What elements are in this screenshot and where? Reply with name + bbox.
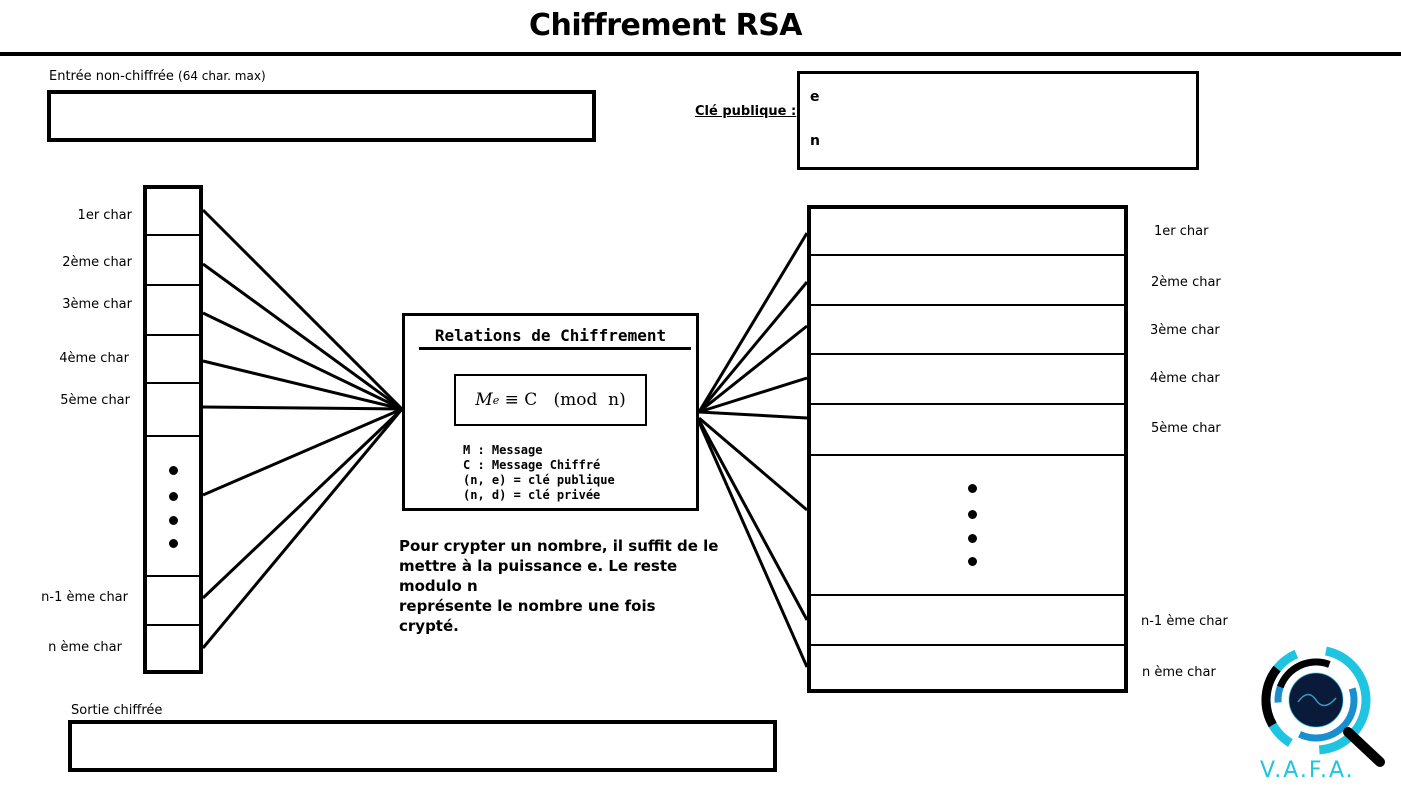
formula-exponent: e: [492, 393, 500, 407]
legend-line: C : Message Chiffré: [463, 458, 601, 472]
right-char-label: 3ème char: [1150, 323, 1220, 338]
magnifier-logo-icon: [1261, 645, 1385, 767]
right-char-label: n-1 ème char: [1141, 614, 1228, 629]
left-char-label: n-1 ème char: [41, 590, 128, 605]
ellipsis-dot: [968, 557, 977, 566]
ellipsis-dot: [169, 539, 178, 548]
explanation-line: mettre à la puissance e. Le reste: [399, 557, 678, 575]
left-char-label: 5ème char: [60, 393, 130, 408]
left-char-label: 1er char: [77, 208, 132, 223]
right-char-label: 1er char: [1154, 224, 1209, 239]
explanation-line: Pour crypter un nombre, il suffit de le: [399, 537, 719, 555]
ciphertext-output[interactable]: [68, 720, 777, 772]
title-divider: [0, 52, 1401, 56]
explanation-line: représente le nombre une fois crypté.: [399, 597, 656, 635]
ciphertext-char-column: [807, 205, 1128, 693]
public-key-box: e n: [797, 71, 1199, 170]
formula-rest: ≡ C (mod n): [499, 390, 626, 410]
formula-message: M: [475, 390, 493, 410]
logo-text: V.A.F.A.: [1260, 758, 1355, 783]
ellipsis-dot: [968, 534, 977, 543]
left-char-label: 2ème char: [62, 255, 132, 270]
ellipsis-dot: [968, 484, 977, 493]
public-key-n-input[interactable]: [828, 130, 1192, 156]
left-char-label: 4ème char: [59, 351, 129, 366]
legend-line: (n, e) = clé publique: [463, 473, 615, 487]
explanation-text: Pour crypter un nombre, il suffit de le …: [399, 536, 719, 636]
input-label-group: Entrée non-chiffrée (64 char. max): [49, 69, 266, 84]
right-char-label: 2ème char: [1151, 275, 1221, 290]
right-char-label: 5ème char: [1151, 421, 1221, 436]
ellipsis-dot: [169, 466, 178, 475]
legend-line: (n, d) = clé privée: [463, 488, 601, 502]
public-key-n-label: n: [810, 133, 820, 149]
explanation-line: modulo n: [399, 577, 478, 595]
right-char-label: n ème char: [1142, 665, 1216, 680]
public-key-e-input[interactable]: [828, 86, 1192, 112]
ellipsis-dot: [169, 492, 178, 501]
ellipsis-dot: [169, 516, 178, 525]
output-label: Sortie chiffrée: [71, 703, 163, 718]
page-title: Chiffrement RSA: [528, 8, 803, 43]
left-char-label: 3ème char: [62, 297, 132, 312]
legend-line: M : Message: [463, 443, 543, 457]
input-hint: (64 char. max): [178, 69, 266, 83]
relations-title-rule: [419, 347, 691, 350]
input-label: Entrée non-chiffrée: [49, 69, 174, 84]
vafa-logo: V.A.F.A.: [1256, 640, 1391, 790]
public-key-label: Clé publique :: [695, 104, 797, 119]
plaintext-input[interactable]: [47, 90, 596, 142]
relations-title: Relations de Chiffrement: [434, 326, 667, 345]
public-key-e-label: e: [810, 89, 820, 105]
left-char-label: n ème char: [48, 640, 122, 655]
ellipsis-dot: [968, 510, 977, 519]
plaintext-char-column: [143, 185, 203, 674]
right-char-label: 4ème char: [1150, 371, 1220, 386]
